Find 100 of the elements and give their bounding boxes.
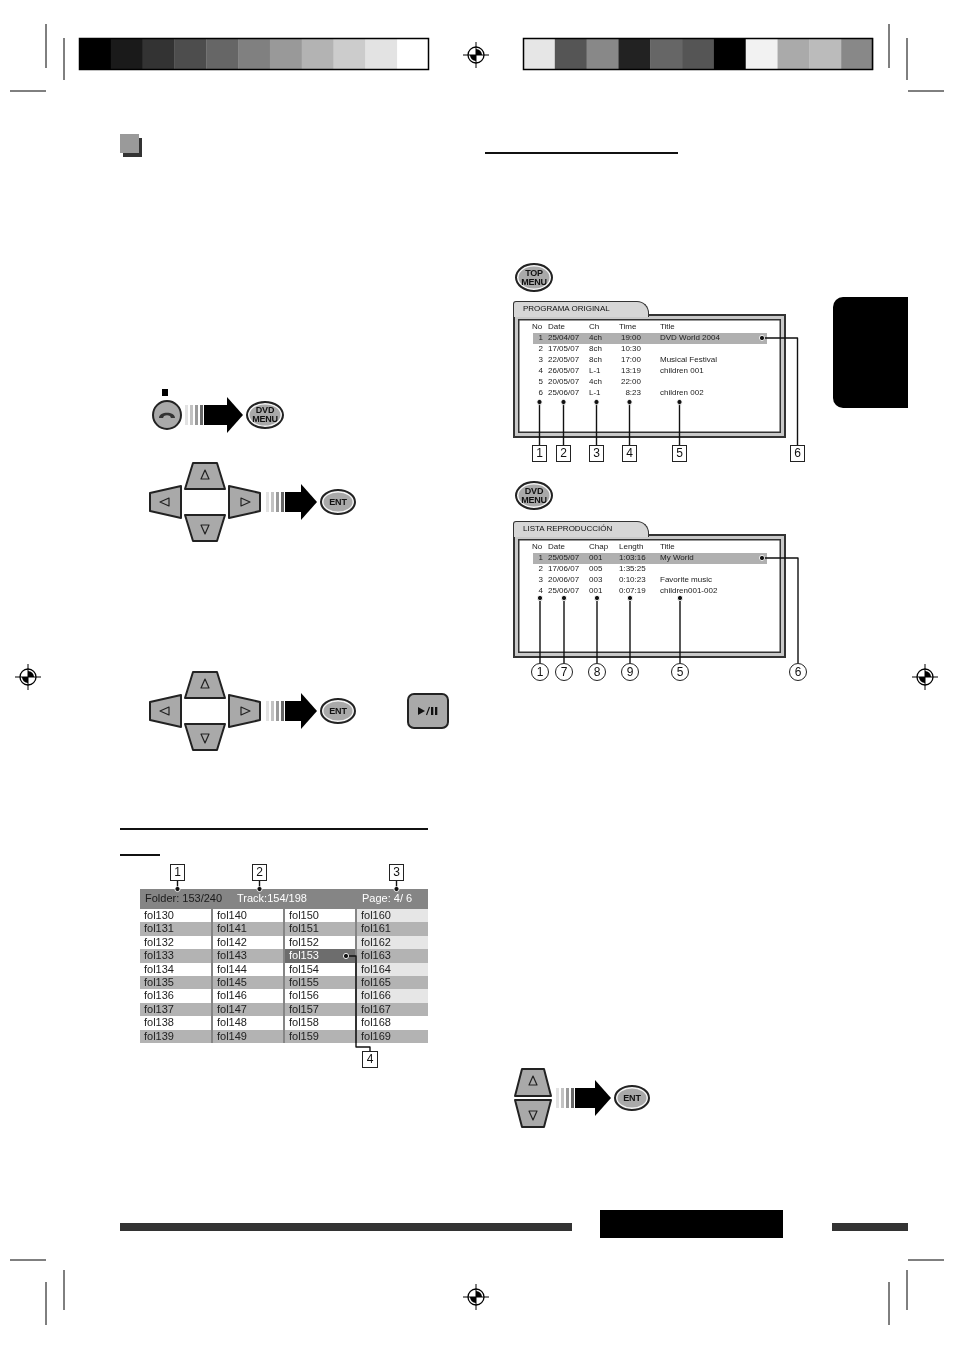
table-cell: 001 xyxy=(589,586,603,596)
table-cell: 005 xyxy=(589,564,603,574)
table-cell: 1:35:25 xyxy=(619,564,646,574)
grid-cell: fol150 xyxy=(285,909,355,923)
arrow xyxy=(185,397,243,433)
leader-line xyxy=(342,952,371,1052)
grid-cell: fol148 xyxy=(213,1016,283,1030)
table-cell: 19:00 xyxy=(620,333,641,343)
table-cell: 0:07:19 xyxy=(619,586,646,596)
leader-line xyxy=(393,880,400,893)
callout-number: 3 xyxy=(389,864,404,881)
table-cell: 3 xyxy=(538,575,543,585)
table-cell: DVD World 2004 xyxy=(660,333,720,343)
table-cell: 003 xyxy=(589,575,603,585)
column-header: Time xyxy=(619,322,637,332)
grid-cell: fol155 xyxy=(285,976,355,990)
table-cell: 2 xyxy=(538,564,543,574)
table-cell: 22:00 xyxy=(620,377,641,387)
leader-line xyxy=(593,398,600,446)
direction-pad-drawing xyxy=(147,669,263,753)
callout-number: 7 xyxy=(555,663,573,681)
callout-number: 4 xyxy=(362,1051,378,1068)
callout-number: 8 xyxy=(588,663,606,681)
grid-cell: fol165 xyxy=(357,976,428,990)
table-cell: 2 xyxy=(538,344,543,354)
table-cell: 10:30 xyxy=(620,344,641,354)
table-cell: 17/06/07 xyxy=(548,564,580,574)
table-cell: 13:19 xyxy=(620,366,641,376)
column-header: Length xyxy=(619,542,644,552)
leader-line xyxy=(626,398,633,446)
menu-button: DVD MENU xyxy=(246,401,284,429)
table-cell: 6 xyxy=(538,388,543,398)
arrow xyxy=(266,693,317,729)
column-header: Ch xyxy=(589,322,600,332)
play-pause-button xyxy=(407,693,449,729)
table-cell: 22/05/07 xyxy=(548,355,580,365)
grid-cell: fol146 xyxy=(213,989,283,1003)
table-cell: children001-002 xyxy=(660,586,718,596)
table-cell: children 002 xyxy=(660,388,704,398)
grid-cell: fol140 xyxy=(213,909,283,923)
leader-line xyxy=(560,398,567,446)
table-cell: 25/04/07 xyxy=(548,333,580,343)
leader-line xyxy=(256,880,263,893)
callout-number: 6 xyxy=(789,663,807,681)
grid-cell: fol168 xyxy=(357,1016,428,1030)
enter-button: ENT xyxy=(320,489,356,515)
callout-number: 2 xyxy=(252,864,267,881)
direction-pad-drawing xyxy=(147,460,263,544)
enter-button: ENT xyxy=(614,1085,650,1111)
callout-number: 1 xyxy=(531,663,549,681)
leader-line xyxy=(676,594,684,664)
table-cell: 8:23 xyxy=(625,388,641,398)
table-cell: children 001 xyxy=(660,366,704,376)
callout-number: 3 xyxy=(589,445,604,462)
grid-cell: fol145 xyxy=(213,976,283,990)
leader-line xyxy=(174,880,181,893)
grid-cell: fol153 xyxy=(285,949,355,963)
callout-number: 5 xyxy=(671,663,689,681)
table-cell: 17:00 xyxy=(620,355,641,365)
up-down-pad-drawing xyxy=(513,1066,553,1130)
table-cell: 20/06/07 xyxy=(548,575,580,585)
callout-number: 6 xyxy=(790,445,805,462)
table-cell: 5 xyxy=(538,377,543,387)
arrow xyxy=(556,1080,611,1116)
column-header: Date xyxy=(548,542,565,552)
callout-number: 9 xyxy=(621,663,639,681)
column-header: Title xyxy=(660,322,675,332)
grid-cell: fol160 xyxy=(357,909,428,923)
screen-panel xyxy=(513,301,786,438)
grid-cell: fol135 xyxy=(140,976,211,990)
side-tab xyxy=(833,297,908,408)
table-cell: 0:10:23 xyxy=(619,575,646,585)
table-cell: My World xyxy=(660,553,694,563)
grid-cell: fol136 xyxy=(140,989,211,1003)
table-cell: L-1 xyxy=(589,366,601,376)
table-cell: 20/05/07 xyxy=(548,377,580,387)
grid-cell: fol158 xyxy=(285,1016,355,1030)
table-cell: 3 xyxy=(538,355,543,365)
callout-number: 4 xyxy=(622,445,637,462)
column-header: Title xyxy=(660,542,675,552)
leader-line xyxy=(593,594,601,664)
callout-number: 1 xyxy=(170,864,185,881)
table-cell: Musical Festival xyxy=(660,355,717,365)
status-text: Track:154/198 xyxy=(237,892,307,905)
leader-line xyxy=(626,594,634,664)
table-cell: 25/06/07 xyxy=(548,388,580,398)
leader-line xyxy=(758,554,799,664)
grid-cell: fol141 xyxy=(213,922,283,936)
screen-tab: LISTA REPRODUCCIÓN xyxy=(513,521,649,537)
screen-panel xyxy=(513,521,786,658)
grid-cell: fol133 xyxy=(140,949,211,963)
column-header: Chap xyxy=(589,542,609,552)
arrow xyxy=(266,484,317,520)
screen-tab: PROGRAMA ORIGINAL xyxy=(513,301,649,317)
grid-cell: fol138 xyxy=(140,1016,211,1030)
table-cell: 1 xyxy=(538,333,543,343)
grid-cell: fol156 xyxy=(285,989,355,1003)
menu-button: TOP MENU xyxy=(515,263,553,292)
grid-cell: fol143 xyxy=(213,949,283,963)
leader-line xyxy=(560,594,568,664)
